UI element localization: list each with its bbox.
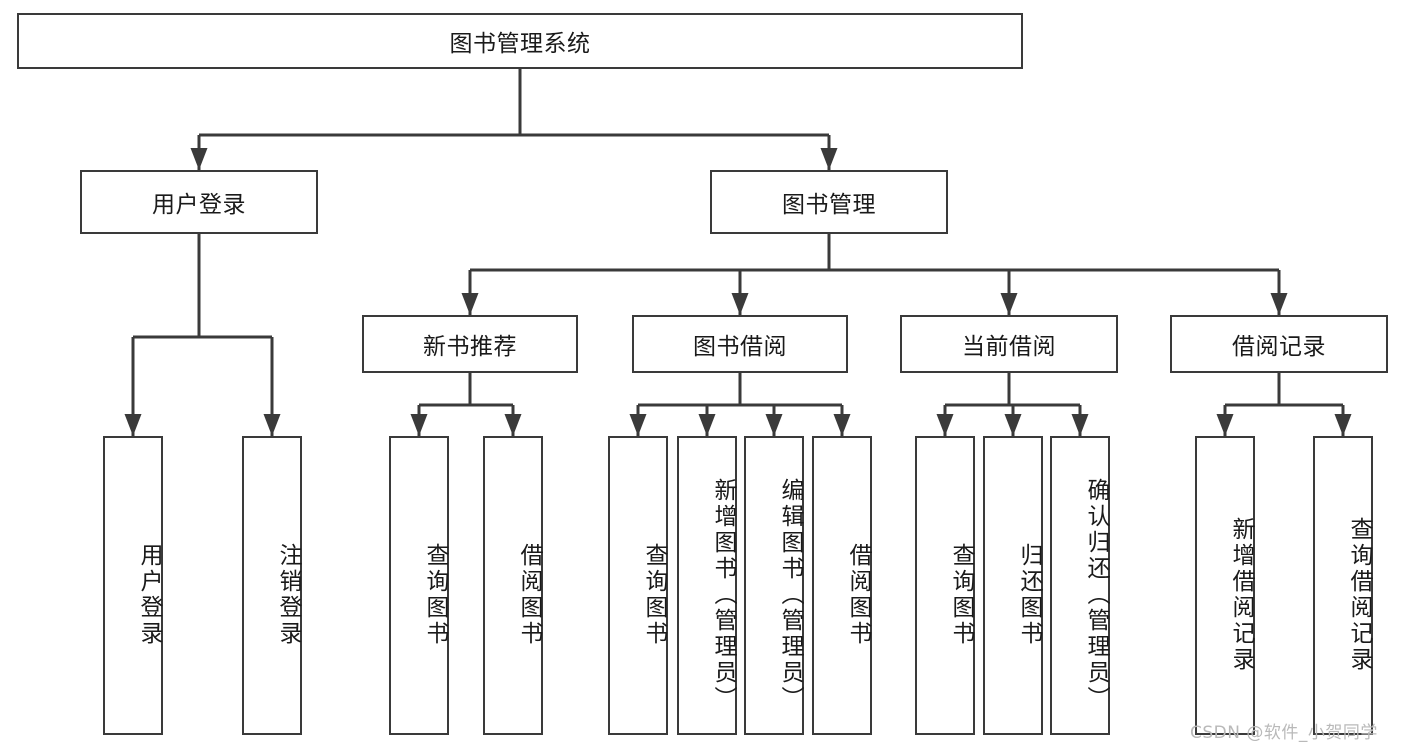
arrowhead-icon	[936, 414, 954, 436]
arrowhead-icon	[410, 414, 428, 436]
arrowhead-icon	[504, 414, 522, 436]
node-label: 借阅记录	[1232, 334, 1326, 360]
arrowhead-icon	[124, 414, 142, 436]
node-leaf-add-record[interactable]: 新增借阅记录	[1195, 436, 1255, 735]
arrowhead-icon	[731, 293, 749, 315]
node-new-book-rec[interactable]: 新书推荐	[362, 315, 578, 373]
arrowhead-icon	[820, 148, 838, 170]
node-leaf-query-record[interactable]: 查询借阅记录	[1313, 436, 1373, 735]
node-borrow-record[interactable]: 借阅记录	[1170, 315, 1388, 373]
arrowhead-icon	[1334, 414, 1352, 436]
node-label: 查询图书	[948, 542, 974, 647]
node-leaf-return-book[interactable]: 归还图书	[983, 436, 1043, 735]
node-leaf-query-book-2[interactable]: 查询图书	[608, 436, 668, 735]
node-label: 查询图书	[422, 542, 448, 647]
node-label: 新增借阅记录	[1228, 516, 1254, 673]
arrowhead-icon	[190, 148, 208, 170]
node-label: 借阅图书	[845, 542, 871, 647]
arrowhead-icon	[629, 414, 647, 436]
node-label: 借阅图书	[516, 542, 542, 647]
node-leaf-confirm-return[interactable]: 确认归还（管理员）	[1050, 436, 1110, 735]
node-leaf-add-book[interactable]: 新增图书（管理员）	[677, 436, 737, 735]
node-label: 图书借阅	[693, 334, 787, 360]
node-leaf-query-book-1[interactable]: 查询图书	[389, 436, 449, 735]
node-label: 归还图书	[1016, 542, 1042, 647]
arrowhead-icon	[698, 414, 716, 436]
node-leaf-borrow-book-2[interactable]: 借阅图书	[812, 436, 872, 735]
node-label: 用户登录	[136, 542, 162, 647]
node-label: 编辑图书（管理员）	[777, 477, 803, 712]
arrowhead-icon	[765, 414, 783, 436]
node-current-borrow[interactable]: 当前借阅	[900, 315, 1118, 373]
arrowhead-icon	[1004, 414, 1022, 436]
arrowhead-icon	[1071, 414, 1089, 436]
node-label: 确认归还（管理员）	[1083, 477, 1109, 712]
node-label: 新书推荐	[423, 334, 517, 360]
node-leaf-query-book-3[interactable]: 查询图书	[915, 436, 975, 735]
node-leaf-edit-book[interactable]: 编辑图书（管理员）	[744, 436, 804, 735]
arrowhead-icon	[461, 293, 479, 315]
node-leaf-borrow-book-1[interactable]: 借阅图书	[483, 436, 543, 735]
arrowhead-icon	[1216, 414, 1234, 436]
node-root[interactable]: 图书管理系统	[17, 13, 1023, 69]
node-leaf-user-login[interactable]: 用户登录	[103, 436, 163, 735]
node-label: 用户登录	[152, 192, 246, 218]
node-label: 新增图书（管理员）	[710, 477, 736, 712]
node-label: 注销登录	[275, 542, 301, 647]
arrowhead-icon	[1270, 293, 1288, 315]
node-label: 图书管理	[782, 192, 876, 218]
node-label: 当前借阅	[962, 334, 1056, 360]
node-label: 图书管理系统	[449, 31, 591, 57]
node-leaf-logout[interactable]: 注销登录	[242, 436, 302, 735]
node-label: 查询借阅记录	[1346, 516, 1372, 673]
node-user-login[interactable]: 用户登录	[80, 170, 318, 234]
arrowhead-icon	[1000, 293, 1018, 315]
arrowhead-icon	[263, 414, 281, 436]
csdn-watermark: CSDN @软件_小贺同学	[1190, 723, 1378, 743]
node-book-manage[interactable]: 图书管理	[710, 170, 948, 234]
node-book-borrow[interactable]: 图书借阅	[632, 315, 848, 373]
node-label: 查询图书	[641, 542, 667, 647]
arrowhead-icon	[833, 414, 851, 436]
